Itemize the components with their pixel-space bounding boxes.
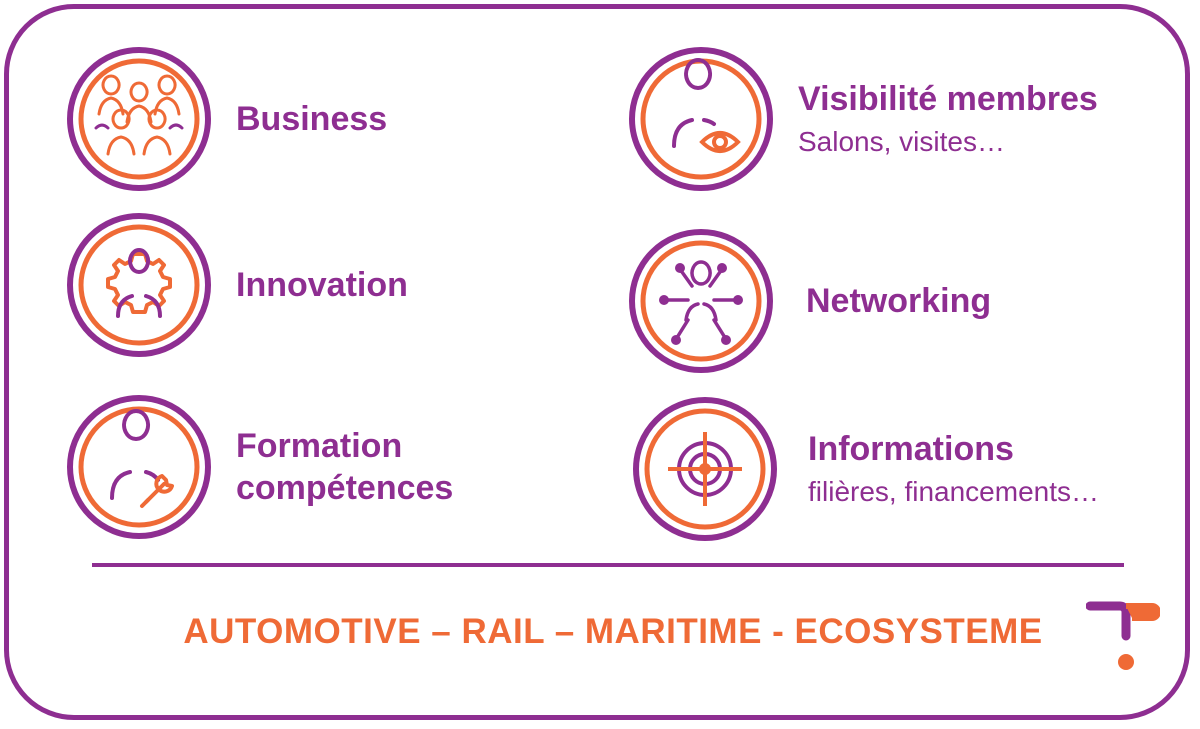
item-subtitle: Salons, visites… (798, 126, 1005, 158)
gear-head-icon (66, 212, 212, 358)
card-frame (4, 4, 1190, 720)
item-title: Informations (808, 429, 1014, 468)
item-business: Business (66, 46, 387, 192)
item-title-line2: compétences (236, 469, 454, 507)
item-subtitle: filières, financements… (808, 476, 1100, 508)
item-title: Innovation (236, 265, 408, 304)
item-informations: Informations filières, financements… (632, 396, 1099, 542)
target-icon (632, 396, 778, 542)
item-title: Visibilité membres (798, 79, 1098, 118)
item-title: Formation (236, 426, 403, 465)
item-visibilite: Visibilité membres Salons, visites… (628, 46, 1098, 192)
person-wrench-icon (66, 394, 212, 540)
item-networking: Networking (628, 228, 991, 374)
tagline: AUTOMOTIVE – RAIL – MARITIME - ECOSYSTEM… (183, 612, 1043, 651)
network-icon (628, 228, 774, 374)
team-icon (66, 46, 212, 192)
item-title: Networking (806, 281, 992, 320)
divider (92, 563, 1124, 567)
person-eye-icon (628, 46, 774, 192)
item-title: Business (236, 99, 388, 138)
item-formation: Formation compétences (66, 394, 453, 540)
item-innovation: Innovation (66, 212, 408, 358)
logo-icon (1085, 598, 1161, 674)
